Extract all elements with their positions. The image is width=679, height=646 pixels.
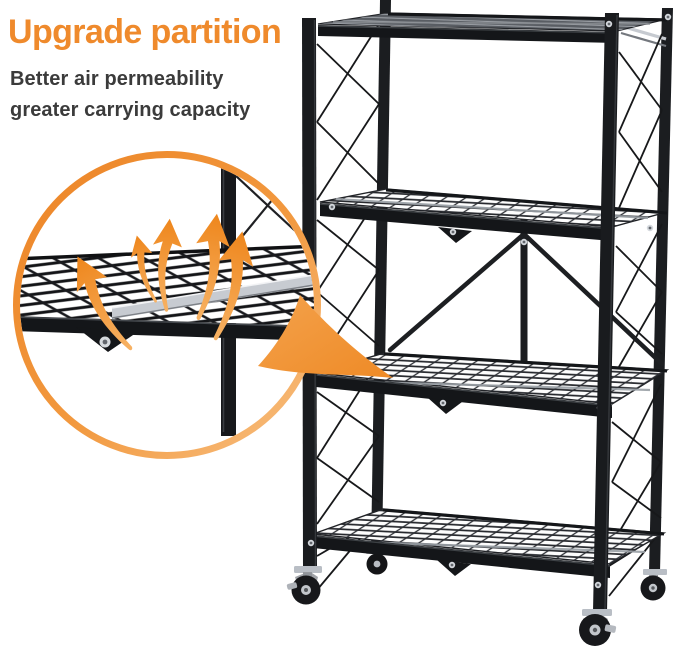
magnified-shelf-detail	[20, 165, 314, 436]
caster-front-right	[579, 609, 617, 646]
caster-front-left	[286, 566, 322, 605]
front-rail	[316, 374, 612, 418]
shelf-tier-3	[308, 352, 670, 418]
shelf-tier-2	[319, 188, 668, 243]
front-right-post	[593, 13, 619, 612]
fold-bracket	[428, 398, 462, 414]
fold-brace	[387, 216, 665, 388]
side-lattice-right	[608, 33, 663, 597]
shelf-unit	[286, 0, 673, 646]
hinge-screw	[520, 238, 528, 246]
magnifier-ring	[13, 151, 321, 459]
front-rail	[320, 203, 612, 241]
pointer-arrow	[258, 295, 393, 378]
shelf-tier-4	[312, 508, 667, 578]
front-rail	[313, 535, 610, 578]
caster-back-right	[640, 569, 667, 601]
front-rail	[318, 25, 617, 43]
fold-bracket	[437, 560, 471, 576]
front-rail-magnified	[20, 316, 314, 341]
magnifier-callout	[13, 151, 393, 459]
shelf-tier-1	[317, 12, 668, 43]
fold-bracket	[438, 227, 472, 243]
back-left-post	[371, 0, 391, 552]
center-rail	[112, 274, 314, 319]
side-lattice-left	[316, 23, 380, 591]
